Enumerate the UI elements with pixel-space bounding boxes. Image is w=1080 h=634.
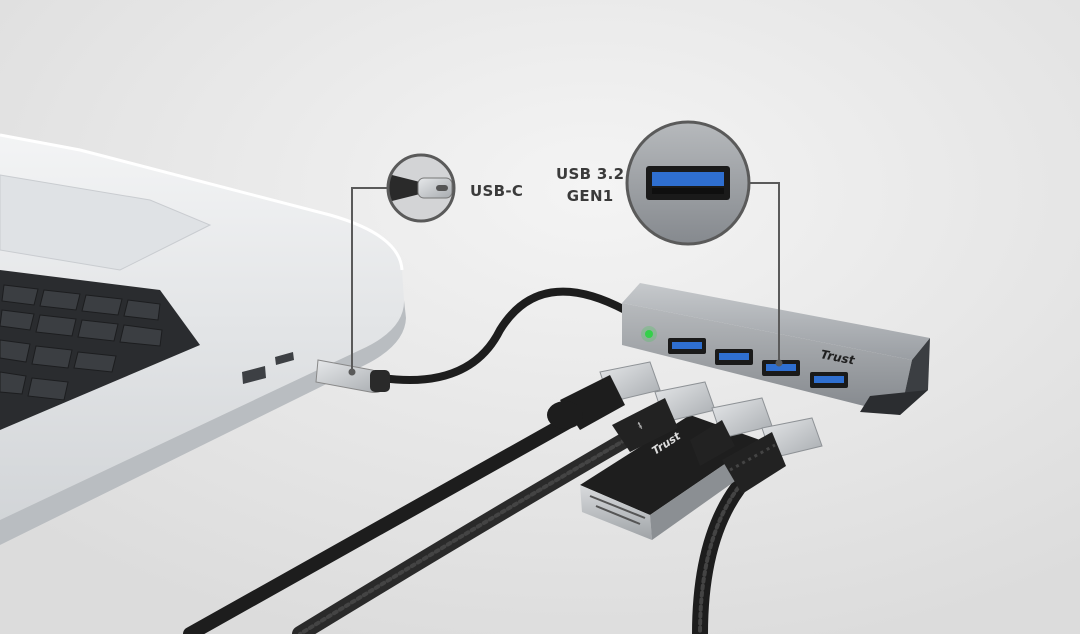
usb-a-port — [668, 338, 706, 354]
usb-3-2-gen1-label: USB 3.2 GEN1 — [556, 163, 624, 207]
usb-a-plug — [690, 397, 773, 466]
usb-a-plug: ⭻ — [612, 381, 716, 452]
hub-ports — [668, 338, 848, 388]
status-led — [645, 330, 653, 338]
usb-3-2-label-line1: USB 3.2 — [556, 165, 625, 183]
usb-a-port — [810, 372, 848, 388]
usb-a-callout — [625, 120, 783, 367]
hub-brand-logo: Trust — [819, 347, 856, 368]
usb-a-port — [715, 349, 753, 365]
usb-c-label: USB-C — [470, 182, 524, 200]
usb-a-port — [762, 360, 800, 376]
usb-c-callout-ring — [386, 153, 456, 223]
usb-c-callout — [348, 153, 456, 376]
usb-3-2-label-line2: GEN1 — [566, 187, 614, 205]
laptop-icon — [0, 133, 406, 545]
usb-a-callout-ring — [625, 120, 751, 246]
usb-a-plug — [547, 361, 661, 430]
cable-group — [183, 411, 746, 634]
usb-a-plug — [722, 417, 823, 494]
usb-c-cable — [315, 287, 629, 393]
usb-hub: Trust — [622, 283, 930, 415]
usb-trident-icon: ⭻ — [635, 418, 645, 432]
